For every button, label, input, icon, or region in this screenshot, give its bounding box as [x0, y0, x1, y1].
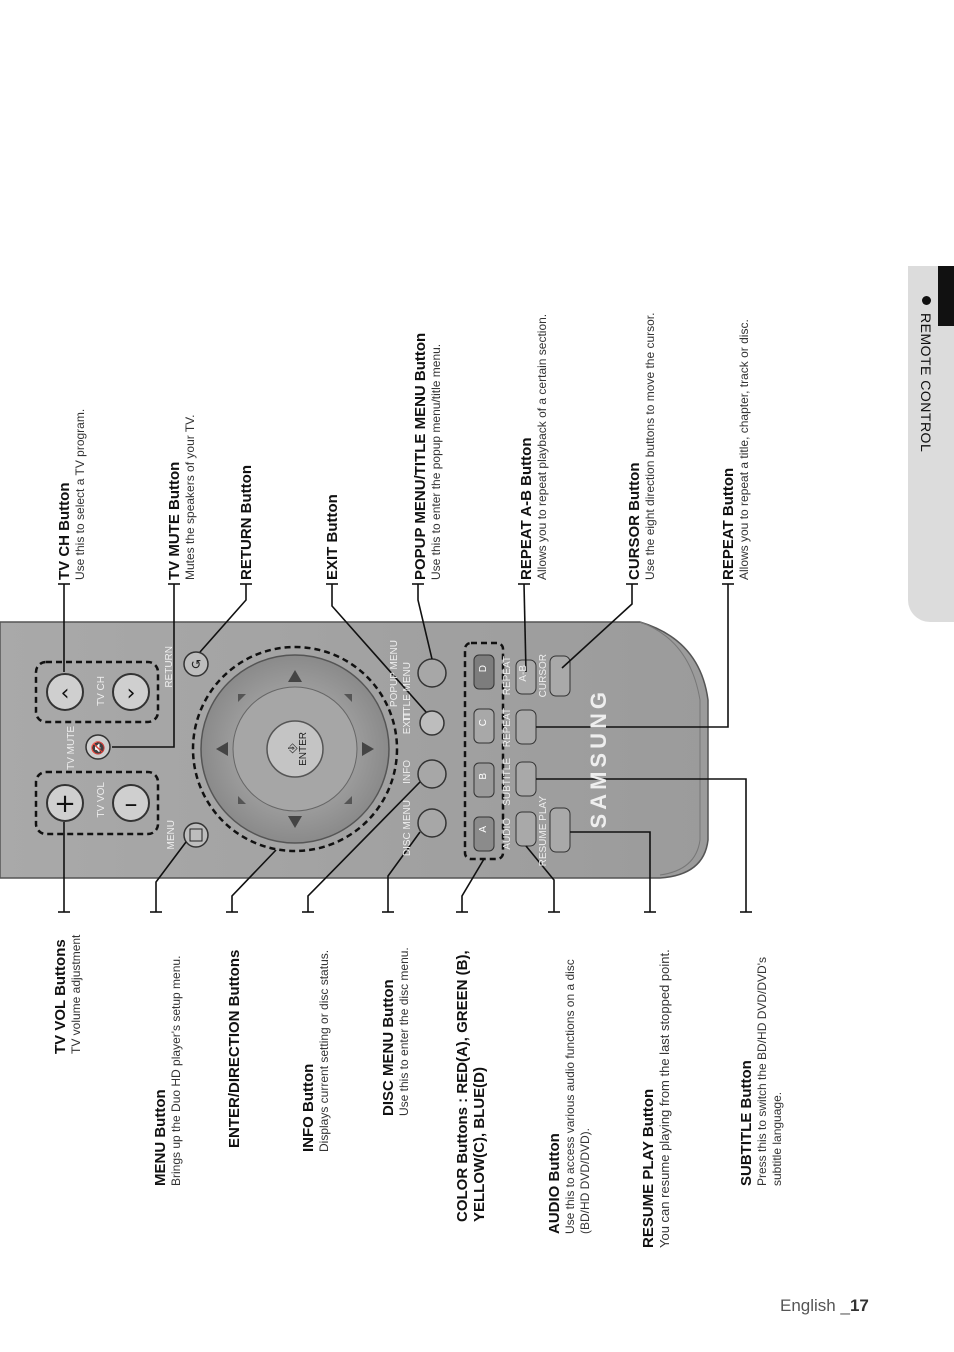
- menu-button: [183, 822, 209, 848]
- callout-enter-direction: ENTER/DIRECTION Buttons: [226, 949, 243, 1148]
- section-tab-marker: [938, 266, 954, 326]
- audio-button: [515, 811, 537, 847]
- tv-vol-label: TV VOL: [96, 782, 107, 818]
- leader-lines: [58, 583, 752, 913]
- color-button-b: [473, 762, 495, 798]
- callout-color-buttons: COLOR Buttons : RED(A), GREEN (B),YELLOW…: [454, 950, 488, 1222]
- color-a-label: A: [478, 826, 489, 833]
- tv-mute-label: TV MUTE: [66, 726, 77, 770]
- exit-button: [419, 710, 445, 736]
- bullet-icon: [921, 296, 931, 305]
- info-label: INFO: [402, 760, 413, 784]
- ch-up-button: [46, 673, 84, 711]
- cursor-label: CURSOR: [538, 654, 549, 698]
- popup-menu-button: [417, 658, 447, 688]
- svg-text:⎆: ⎆: [288, 741, 298, 755]
- repeat-ab-label: REPEAT: [502, 656, 513, 696]
- brand-logo: SAMSUNG: [586, 688, 611, 829]
- remote-top-edge: [639, 621, 701, 876]
- popup-menu-label: POPUP MENU: [389, 640, 400, 708]
- ab-label: A-B: [518, 665, 529, 682]
- color-button-c: [473, 708, 495, 744]
- section-tab-label: REMOTE CONTROL: [918, 296, 934, 452]
- color-b-label: B: [478, 773, 489, 780]
- dpad-highlight: [191, 645, 399, 853]
- audio-label: AUDIO: [502, 818, 513, 850]
- callout-return: RETURN Button: [238, 465, 255, 580]
- svg-text:›: ›: [127, 681, 136, 706]
- ch-down-button: [112, 673, 150, 711]
- svg-text:↺: ↺: [191, 658, 202, 673]
- page-number: 17: [849, 1296, 869, 1315]
- info-button: [417, 759, 447, 789]
- color-button-a: [473, 816, 495, 852]
- subtitle-label: SUBTITLE: [502, 758, 513, 806]
- enter-label: ENTER: [298, 732, 309, 766]
- svg-text:–: –: [125, 789, 138, 819]
- resume-play-button: [549, 807, 571, 853]
- enter-button: [266, 720, 324, 778]
- footer-language: English _: [780, 1296, 850, 1315]
- tv-ch-highlight: [34, 660, 160, 724]
- svg-text:🔇: 🔇: [91, 741, 106, 755]
- color-button-d: [473, 654, 495, 690]
- subtitle-button: [515, 761, 537, 797]
- repeat-button: [515, 709, 537, 745]
- menu-label: MENU: [166, 820, 177, 850]
- title-menu-label: TITLE MENU: [402, 662, 413, 722]
- vol-down-button: [112, 784, 150, 822]
- page-footer: English _17: [780, 1296, 869, 1316]
- tv-vol-highlight: [34, 770, 160, 836]
- color-c-label: C: [478, 719, 489, 727]
- callout-exit: EXIT Button: [324, 494, 341, 580]
- vol-up-button: [46, 784, 84, 822]
- disc-menu-button: [417, 808, 447, 838]
- resume-play-label: RESUME PLAY: [538, 796, 549, 867]
- return-label: RETURN: [164, 646, 175, 688]
- cursor-button: [549, 655, 571, 697]
- tv-ch-label: TV CH: [96, 676, 107, 706]
- svg-text:+: +: [54, 789, 76, 819]
- disc-menu-label: DISC MENU: [402, 800, 413, 857]
- section-title: REMOTE CONTROL: [918, 313, 934, 453]
- color-d-label: D: [478, 665, 489, 673]
- svg-text:‹: ‹: [61, 681, 70, 706]
- tv-mute-button: [85, 734, 111, 760]
- return-button: [183, 651, 209, 677]
- repeat-label: REPEAT: [502, 708, 513, 748]
